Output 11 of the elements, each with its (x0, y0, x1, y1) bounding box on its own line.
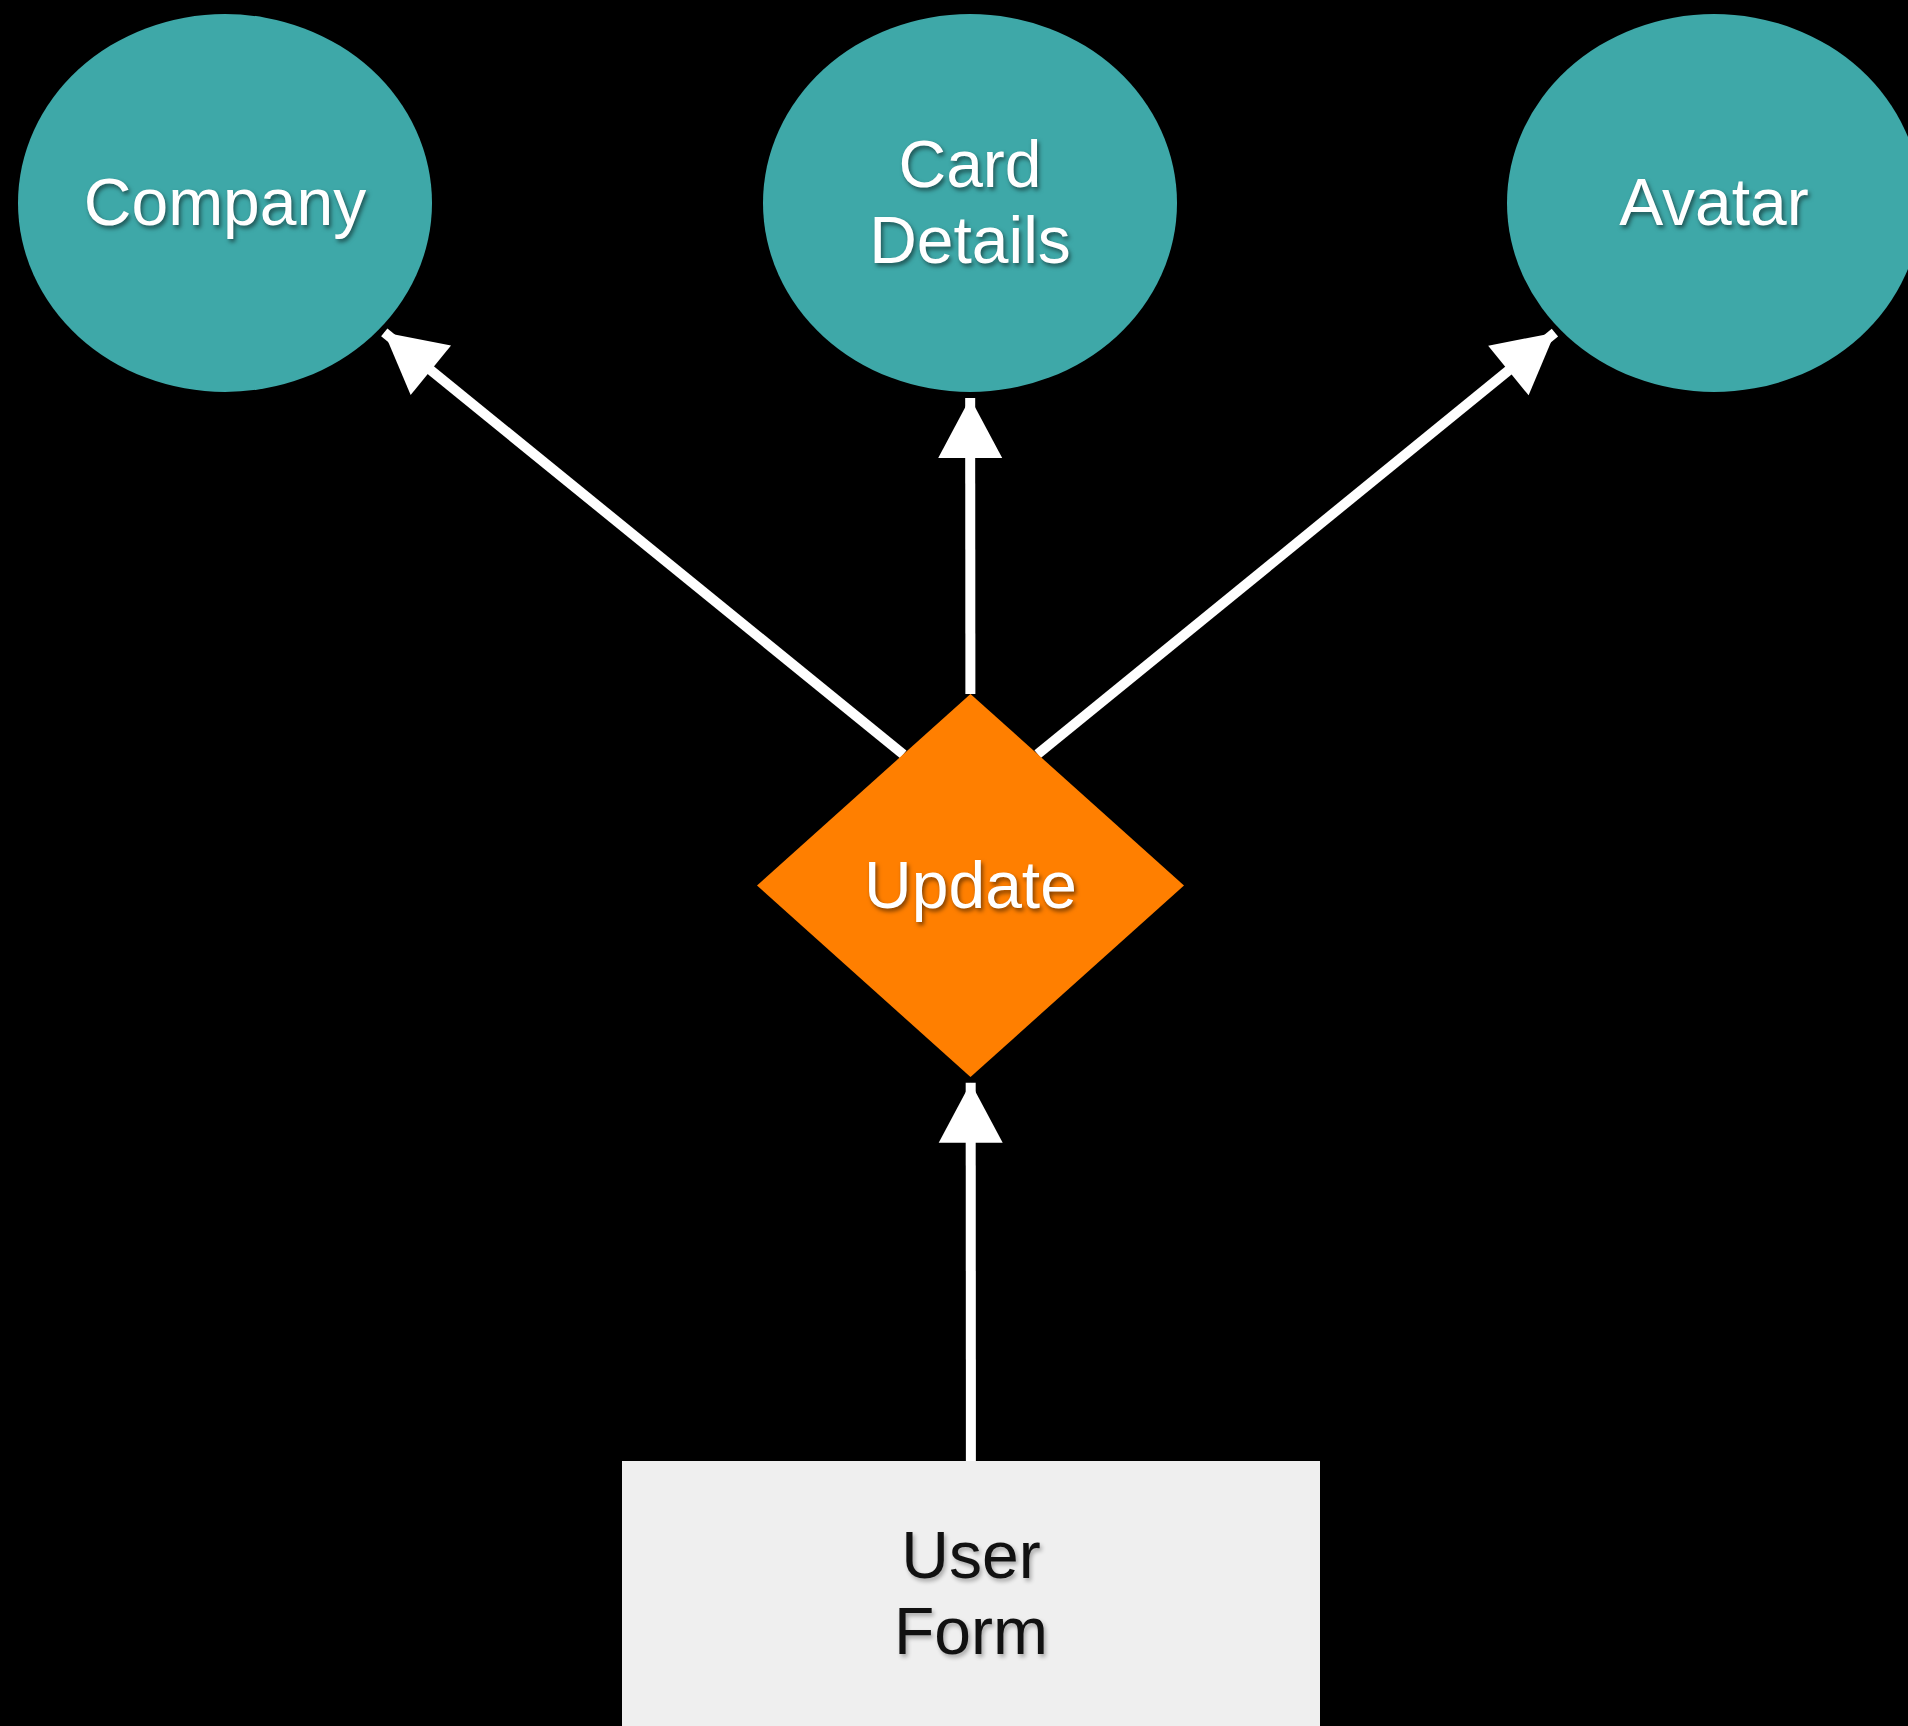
arrow (938, 398, 1003, 695)
node-label: User Form (893, 1517, 1049, 1670)
decision-diamond (757, 694, 1184, 1077)
node-label: Update (864, 847, 1077, 924)
arrow (381, 328, 907, 759)
node-label: Company (83, 165, 367, 241)
arrow (1034, 328, 1559, 759)
form-box (622, 1461, 1320, 1726)
arrow (938, 1082, 1003, 1461)
node-label: Card Details (868, 127, 1072, 279)
node-label: Avatar (1619, 165, 1809, 241)
